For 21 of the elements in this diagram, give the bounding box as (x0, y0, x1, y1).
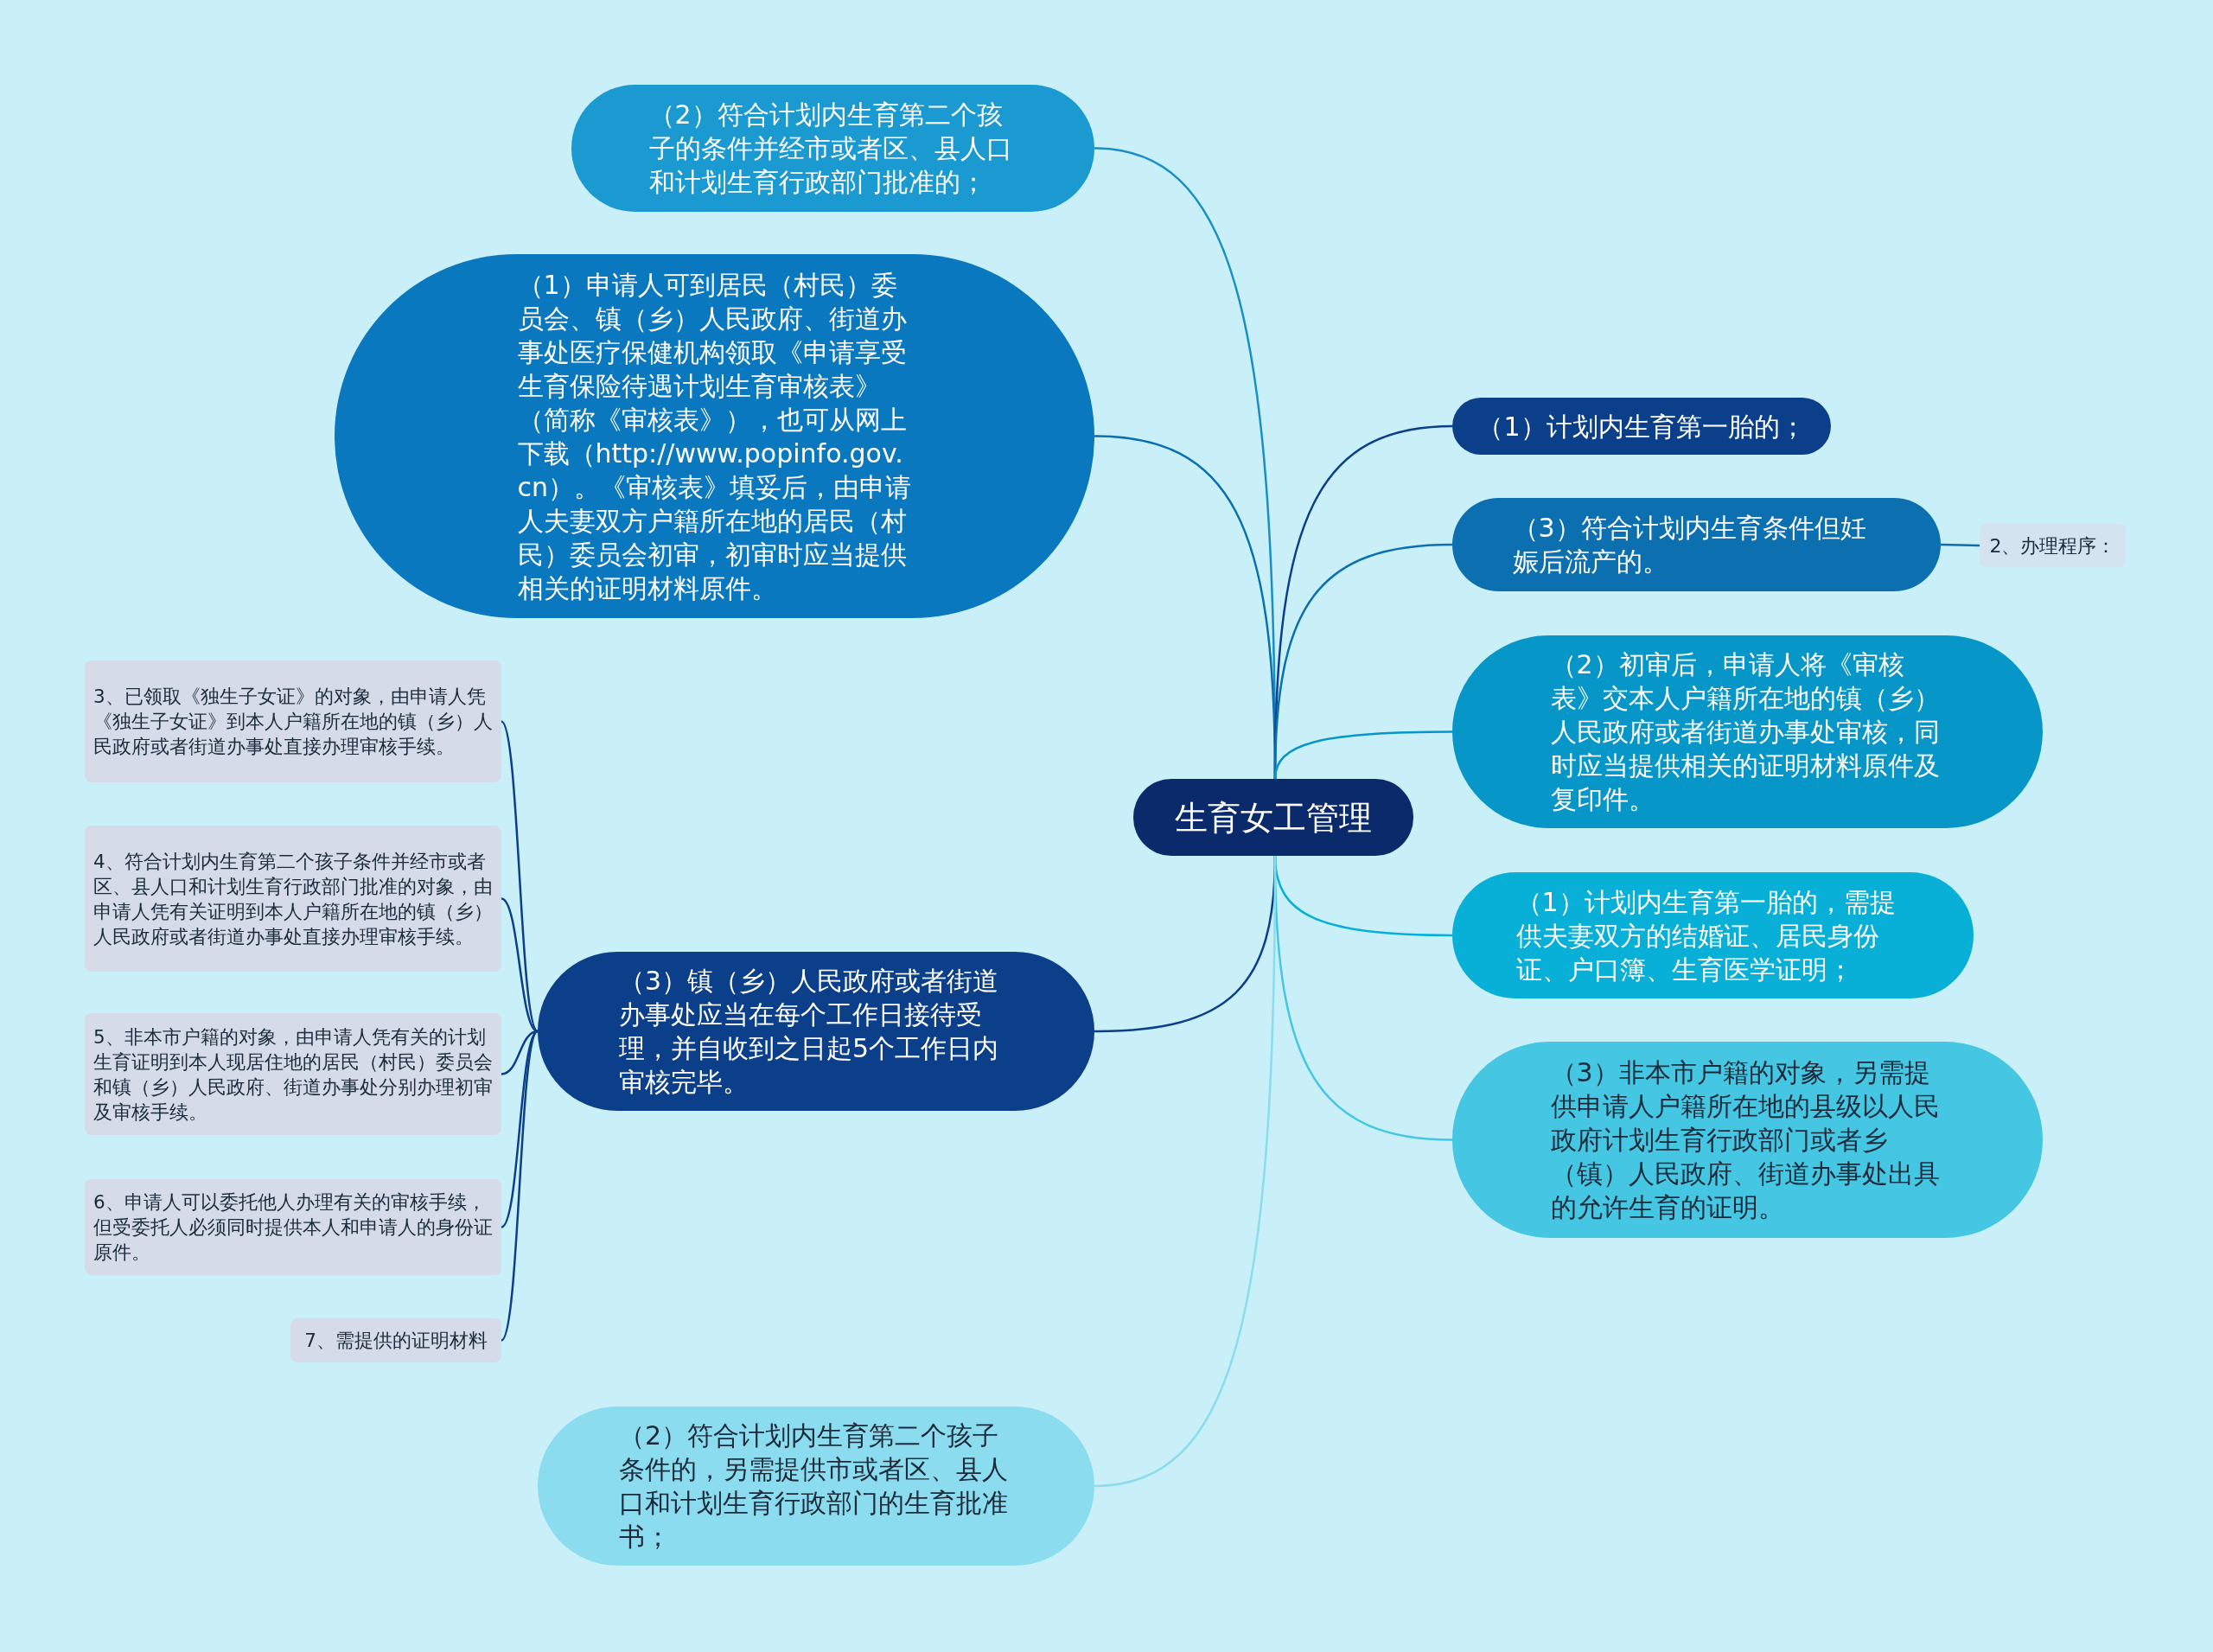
central-topic: 生育女工管理 (1133, 779, 1413, 856)
branch-pill: （3）非本市户籍的对象，另需提供申请人户籍所在地的县级以人民政府计划生育行政部门或者乡（镇）人民政府、街道办事处出具的允许生育的证明。 (1452, 1042, 2043, 1238)
branch-pill: （2）初审后，申请人将《审核表》交本人户籍所在地的镇（乡）人民政府或者街道办事处审核，同时应当提供相关的证明材料原件及复印件。 (1452, 635, 2043, 828)
branch-pill: （2）符合计划内生育第二个孩子的条件并经市或者区、县人口和计划生育行政部门批准的； (571, 85, 1094, 212)
note-box: 3、已领取《独生子女证》的对象，由申请人凭《独生子女证》到本人户籍所在地的镇（乡）人民政府或者街道办事处直接办理审核手续。 (85, 660, 501, 782)
connector-line (1941, 543, 1980, 547)
note-box: 2、办理程序： (1980, 524, 2126, 567)
connector-line (500, 720, 539, 1032)
branch-pill: （1）计划内生育第一胎的，需提供夫妻双方的结婚证、居民身份证、户口簿、生育医学证明； (1452, 872, 1974, 998)
note-box: 5、非本市户籍的对象，由申请人凭有关的计划生育证明到本人现居住地的居民（村民）委员会和镇（乡）人民政府、街道办事处分别办理初审及审核手续。 (85, 1013, 501, 1135)
branch-pill: （3）镇（乡）人民政府或者街道办事处应当在每个工作日接待受理，并自收到之日起5个工作日内审核完毕。 (538, 952, 1094, 1111)
note-box: 7、需提供的证明材料 (290, 1318, 501, 1362)
branch-pill: （1）计划内生育第一胎的； (1452, 398, 1831, 455)
note-box: 6、申请人可以委托他人办理有关的审核手续，但受委托人必须同时提供本人和申请人的身份证原件。 (85, 1179, 501, 1275)
connector-line (1273, 730, 1452, 780)
branch-pill: （3）符合计划内生育条件但妊娠后流产的。 (1452, 498, 1941, 591)
branch-pill: （2）符合计划内生育第二个孩子条件的，另需提供市或者区、县人口和计划生育行政部门的生育批准书； (538, 1406, 1094, 1566)
connector-line (1094, 856, 1277, 1488)
branch-pill: （1）申请人可到居民（村民）委员会、镇（乡）人民政府、街道办事处医疗保健机构领取《申请享受生育保险待遇计划生育审核表》（简称《审核表》），也可从网上下载（http://www.popinfo.gov.cn）。《审核表》填妥后，由申请人夫妻双方户籍所在地的居民（村民）委员会初审，初审时应当提供相关的证明材料原件。 (335, 254, 1094, 618)
connector-line (500, 1030, 539, 1342)
note-box: 4、符合计划内生育第二个孩子条件并经市或者区、县人口和计划生育行政部门批准的对象，由申请人凭有关证明到本人户籍所在地的镇（乡）人民政府或者街道办事处直接办理审核手续。 (85, 826, 501, 972)
